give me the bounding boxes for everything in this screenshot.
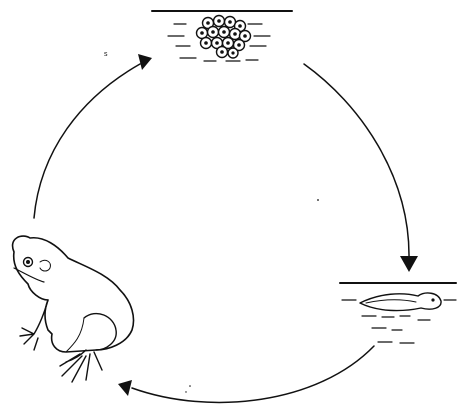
frog-mouth-line [14, 268, 44, 282]
marker-label: s [104, 51, 108, 58]
tadpole-tail-detail [366, 300, 416, 303]
arrow-eggs-to-tadpole [304, 64, 409, 258]
frog-eardrum [40, 260, 50, 271]
arrow-tadpole-to-frog [132, 346, 374, 402]
frog-front-leg [20, 300, 48, 350]
arrowhead-eggs [138, 54, 152, 70]
tadpole-stage [340, 283, 456, 343]
frog-body-contour [66, 318, 84, 352]
arrow-frog-to-eggs [34, 64, 140, 218]
frog-eye-pupil [26, 260, 30, 264]
scan-specks [185, 199, 319, 393]
frog-stage [13, 236, 134, 382]
arrowhead-frog [118, 380, 132, 396]
arrowhead-tadpole [400, 256, 418, 272]
frog-back-leg [84, 314, 116, 350]
frog-back-foot [60, 350, 102, 382]
tadpole-eye [431, 298, 434, 301]
egg-stage [152, 11, 292, 61]
